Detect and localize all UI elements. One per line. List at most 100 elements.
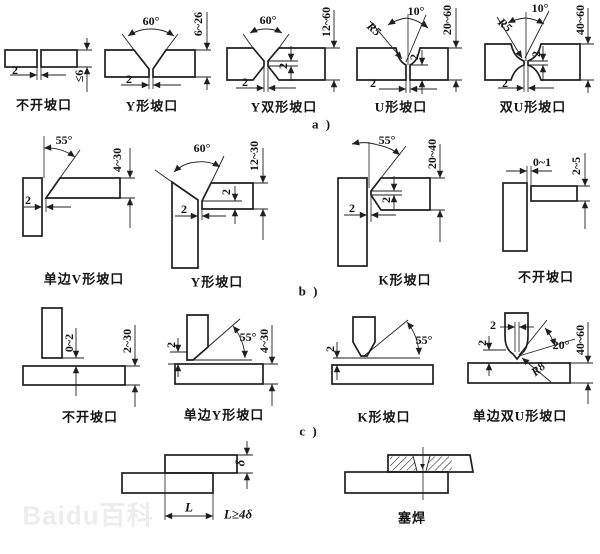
dim-a3-root: 2 bbox=[276, 63, 290, 69]
figure-c2 bbox=[168, 314, 278, 406]
dimension-lines bbox=[369, 8, 462, 94]
lap-note: L≥4δ bbox=[223, 506, 253, 522]
dim-b1-thickness: 4~30 bbox=[110, 147, 124, 173]
caption-b1: 单边V形坡口 bbox=[43, 271, 125, 287]
dimension-lines bbox=[10, 38, 92, 92]
dim-b3-angle: 55° bbox=[378, 133, 396, 147]
plates bbox=[104, 49, 196, 78]
dim-a5-gap: 2 bbox=[502, 76, 508, 90]
dim-b4-gap: 0~1 bbox=[532, 155, 552, 169]
dim-a3-thickness: 12~60 bbox=[319, 6, 333, 38]
caption-b2: Y形坡口 bbox=[190, 274, 244, 290]
figure-plug-weld bbox=[344, 447, 475, 500]
caption-a4: U形坡口 bbox=[374, 99, 428, 115]
dim-a5-angle: 10° bbox=[531, 1, 549, 15]
dim-c1-thickness: 2~30 bbox=[120, 328, 134, 354]
caption-c1: 不开坡口 bbox=[61, 409, 119, 425]
figure-c1 bbox=[22, 307, 140, 407]
caption-b4: 不开坡口 bbox=[517, 269, 575, 285]
hatch-left bbox=[390, 456, 417, 471]
dimension-lines bbox=[333, 319, 423, 380]
figure-a4 bbox=[356, 8, 462, 94]
dim-a4-gap: 2 bbox=[370, 76, 376, 90]
plates bbox=[502, 182, 578, 252]
dim-b2-gap: 2 bbox=[181, 202, 187, 216]
dimension-lines bbox=[154, 148, 268, 240]
dim-lap-length: L bbox=[185, 499, 193, 515]
dim-c4-thickness: 40~60 bbox=[573, 324, 587, 356]
plates bbox=[484, 43, 581, 81]
dim-a4-angle: 10° bbox=[407, 4, 425, 18]
weld-mark bbox=[420, 464, 425, 469]
dim-b3-gap: 2 bbox=[349, 201, 355, 215]
dimension-lines bbox=[121, 12, 211, 90]
figure-a5 bbox=[484, 8, 594, 93]
dim-a4-thickness: 20~60 bbox=[440, 4, 454, 36]
dim-b2-thickness: 12~30 bbox=[247, 140, 261, 172]
hatch-right bbox=[426, 456, 452, 471]
dim-c2-root: 2 bbox=[164, 342, 178, 348]
caption-a3: Y双形坡口 bbox=[250, 99, 318, 115]
dim-c1-gap: 0~2 bbox=[62, 333, 76, 353]
plates bbox=[4, 49, 78, 68]
caption-a5: 双U形坡口 bbox=[499, 99, 567, 115]
plates bbox=[331, 316, 434, 385]
dim-b2-angle: 60° bbox=[193, 141, 211, 155]
dimension-lines bbox=[24, 136, 135, 228]
plates bbox=[467, 312, 571, 384]
figure-b3 bbox=[337, 139, 445, 267]
dim-c4-angle: 20° bbox=[552, 338, 570, 352]
caption-c2: 单边Y形坡口 bbox=[183, 407, 265, 423]
caption-b3: K形坡口 bbox=[378, 272, 432, 288]
dim-a2-thickness: 6~26 bbox=[191, 11, 205, 37]
plates bbox=[171, 180, 254, 269]
caption-a1: 不开坡口 bbox=[15, 97, 73, 113]
figure-b1 bbox=[22, 136, 135, 237]
dim-c2-thickness: 4~30 bbox=[257, 328, 271, 354]
dimension-lines bbox=[344, 139, 445, 242]
dim-a4-root: 2 bbox=[407, 54, 421, 60]
dim-b3-thickness: 20~40 bbox=[425, 138, 439, 170]
dim-a2-angle: 60° bbox=[142, 14, 160, 28]
figure-lap-joint bbox=[121, 441, 253, 520]
dim-c2-angle: 55° bbox=[239, 330, 257, 344]
dim-a1-gap: 2 bbox=[12, 63, 18, 77]
dimension-lines bbox=[496, 8, 594, 93]
dimension-lines bbox=[164, 441, 253, 520]
dim-a3-gap: 2 bbox=[242, 75, 248, 89]
dim-c4-root-width: 2 bbox=[490, 318, 496, 332]
dimension-lines bbox=[236, 10, 340, 92]
plates bbox=[174, 314, 264, 385]
figure-a1 bbox=[4, 38, 92, 92]
dim-b2-root: 2 bbox=[219, 189, 233, 195]
caption-c4: 单边双U形坡口 bbox=[472, 408, 568, 424]
section-label-b: b ) bbox=[298, 283, 320, 299]
dim-c3-root: 2 bbox=[323, 346, 337, 352]
dim-lap-thickness: δ bbox=[232, 459, 248, 467]
figure-b2 bbox=[154, 148, 268, 269]
plates bbox=[121, 454, 238, 494]
dim-b4-thickness: 2~5 bbox=[569, 156, 583, 176]
baidu-watermark: Baidu百科 bbox=[22, 500, 154, 531]
plates bbox=[356, 47, 449, 81]
dimension-lines bbox=[483, 319, 593, 404]
figure-c4 bbox=[467, 312, 593, 404]
section-label-a: a ) bbox=[311, 116, 333, 132]
dim-a1-thickness: ≤6 bbox=[72, 69, 86, 83]
figure-a3 bbox=[226, 10, 340, 92]
dim-b1-gap: 2 bbox=[25, 193, 31, 207]
figure-a2 bbox=[104, 12, 211, 90]
dim-a5-root: 2 bbox=[529, 51, 543, 57]
dim-a3-angle: 60° bbox=[259, 13, 277, 27]
dimension-lines bbox=[62, 325, 140, 407]
dim-c3-angle: 55° bbox=[415, 333, 433, 347]
figure-c3 bbox=[331, 316, 434, 385]
caption-c3: K形坡口 bbox=[357, 409, 411, 425]
caption-plug-weld: 塞焊 bbox=[397, 510, 427, 526]
dim-a5-thickness: 40~60 bbox=[573, 4, 587, 36]
dim-b3-root: 2 bbox=[379, 197, 393, 203]
plates bbox=[344, 454, 475, 494]
dim-a2-gap: 2 bbox=[126, 72, 132, 86]
